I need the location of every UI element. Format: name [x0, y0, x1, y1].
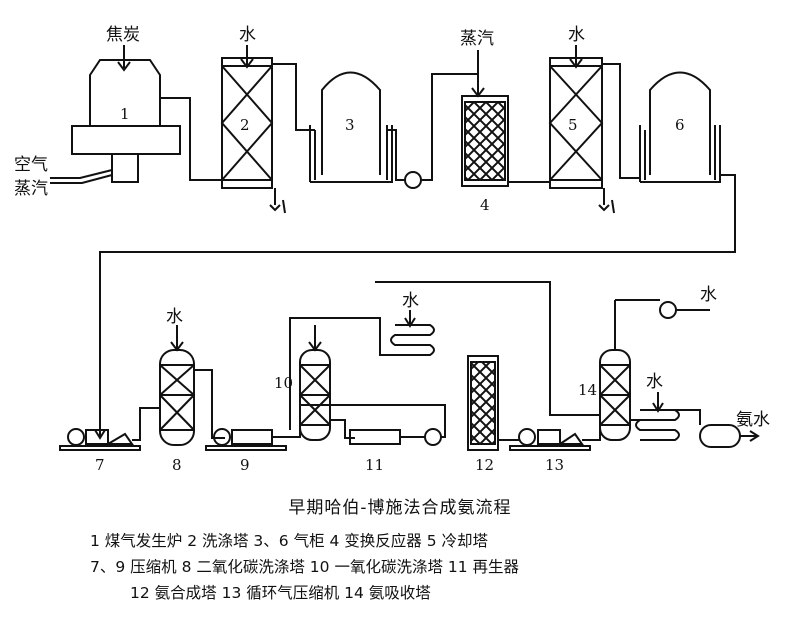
unit-7-number: 7 — [95, 456, 105, 474]
unit-11-number: 11 — [365, 456, 384, 474]
unit-9-number: 9 — [240, 456, 250, 474]
unit-3-number: 3 — [345, 116, 355, 134]
shift-reactor — [461, 50, 550, 187]
cooling-tower-5 — [548, 45, 615, 214]
steam-label-1: 蒸汽 — [14, 179, 48, 199]
unit-numbers: 1 2 3 4 5 6 7 8 9 10 11 12 13 14 — [95, 105, 685, 474]
unit-6-number: 6 — [675, 116, 685, 134]
compressor-7 — [59, 428, 141, 451]
compressor-9 — [205, 428, 287, 451]
co2-scrubber — [159, 325, 225, 446]
water-label-pump: 水 — [700, 285, 717, 305]
regenerator — [300, 404, 446, 446]
unit-13-number: 13 — [545, 456, 564, 474]
unit-12-number: 12 — [475, 456, 494, 474]
unit-14-number: 14 — [578, 381, 597, 399]
legend-line: 7、9 压缩机 8 二氧化碳洗涤塔 10 一氧化碳洗涤塔 11 再生器 — [90, 558, 520, 576]
steam-label-4: 蒸汽 — [460, 29, 494, 49]
gas-generator — [71, 45, 181, 183]
unit-10-number: 10 — [274, 374, 293, 392]
gasholder-6 — [639, 71, 721, 183]
ammonia-water-label: 氨水 — [736, 410, 770, 430]
air-label: 空气 — [14, 155, 48, 175]
washing-tower-2 — [220, 45, 286, 214]
ammonia-absorber — [599, 299, 710, 441]
coke-label: 焦炭 — [106, 25, 140, 45]
co-scrubber — [299, 325, 331, 441]
legend: 1 煤气发生炉 2 洗涤塔 3、6 气柜 4 变换反应器 5 冷却塔 7、9 压… — [90, 528, 790, 606]
diagram-title: 早期哈伯-博施法合成氨流程 — [288, 498, 512, 518]
water-label-cooler: 水 — [402, 291, 419, 311]
legend-line: 1 煤气发生炉 2 洗涤塔 3、6 气柜 4 变换反应器 5 冷却塔 — [90, 532, 489, 550]
unit-1-number: 1 — [120, 105, 130, 123]
unit-2-number: 2 — [240, 116, 250, 134]
legend-line: 12 氨合成塔 13 循环气压缩机 14 氨吸收塔 — [130, 584, 431, 602]
absorber-cooler — [635, 392, 760, 448]
water-label-5: 水 — [568, 25, 585, 45]
unit-4-number: 4 — [480, 196, 490, 214]
stream-labels: 焦炭 空气 蒸汽 水 蒸汽 水 水 水 水 水 氨水 — [14, 25, 770, 430]
unit-5-number: 5 — [568, 116, 578, 134]
water-label-14: 水 — [646, 372, 663, 392]
circulation-compressor — [509, 425, 601, 451]
cooler-coil — [375, 281, 600, 416]
water-label-2: 水 — [239, 25, 256, 45]
gasholder-3 — [309, 71, 393, 183]
unit-8-number: 8 — [172, 456, 182, 474]
water-label-8: 水 — [166, 307, 183, 327]
ammonia-synthesis-tower — [467, 355, 520, 451]
